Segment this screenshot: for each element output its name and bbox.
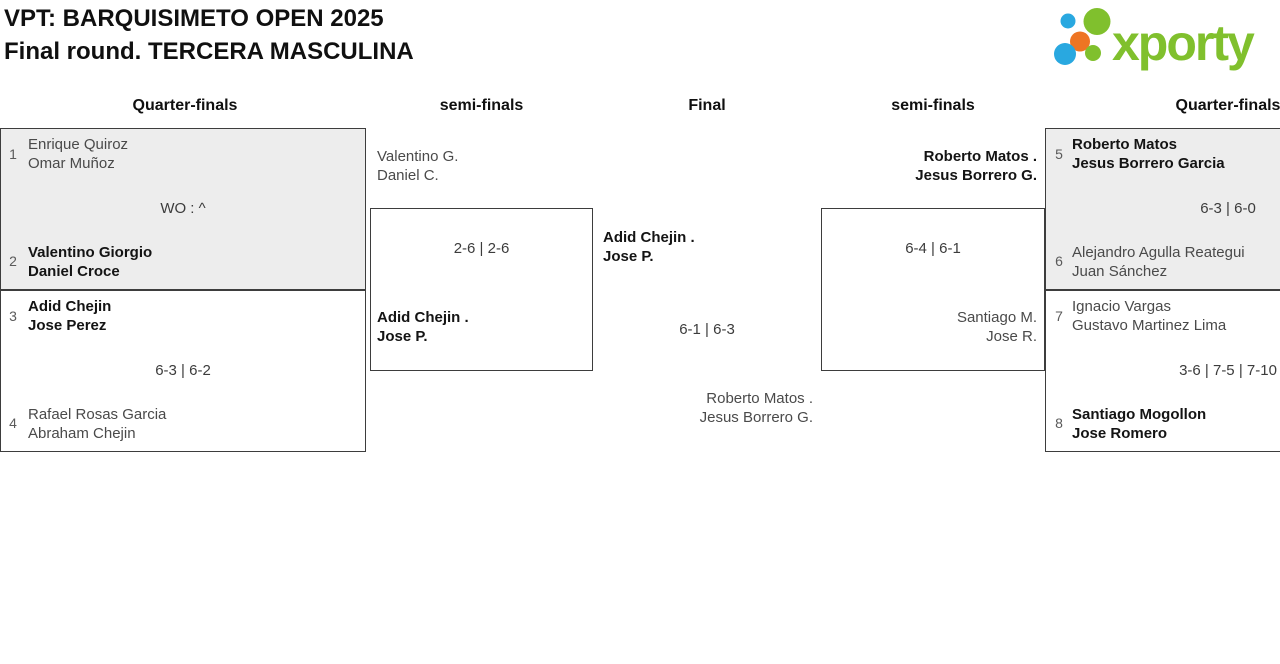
round-header-semi-finals-right: semi-finals — [891, 97, 975, 114]
logo-dot-green-large — [1083, 8, 1111, 35]
team-names: Rafael Rosas Garcia Abraham Chejin — [28, 405, 166, 443]
team-names-winner: Roberto Matos Jesus Borrero Garcia — [1072, 135, 1225, 173]
player-name: Rafael Rosas Garcia — [28, 406, 167, 423]
match-score: 6-4 | 6-1 — [905, 240, 961, 257]
player-name: Adid Chejin . — [377, 309, 469, 326]
round-header-quarter-finals-left: Quarter-finals — [132, 97, 238, 114]
team-names: Valentino G. Daniel C. — [377, 147, 458, 185]
match-box-sf-right[interactable] — [821, 208, 1045, 371]
match-score: 3-6 | 7-5 | 7-10 — [1179, 362, 1277, 379]
round-header-final: Final — [688, 97, 726, 114]
team-names: Roberto Matos . Jesus Borrero G. — [593, 389, 813, 427]
player-name: Juan Sánchez — [1072, 263, 1168, 280]
player-name: Omar Muñoz — [28, 155, 115, 172]
player-name: Ignacio Vargas — [1072, 298, 1171, 315]
tournament-title: VPT: BARQUISIMETO OPEN 2025 — [4, 5, 384, 32]
player-name: Roberto Matos — [1072, 136, 1177, 153]
player-name: Jose P. — [377, 328, 428, 345]
xporty-logo-mark-icon — [1054, 8, 1111, 65]
seed-number: 5 — [1055, 146, 1063, 162]
player-name: Abraham Chejin — [28, 425, 136, 442]
team-names-winner: Valentino Giorgio Daniel Croce — [28, 243, 152, 281]
team-names: Alejandro Agulla Reategui Juan Sánchez — [1072, 243, 1245, 281]
logo-dot-blue-large — [1054, 43, 1076, 65]
match-box-qf1[interactable] — [0, 128, 366, 290]
match-box-qf4[interactable] — [1045, 290, 1280, 452]
team-names: Ignacio Vargas Gustavo Martinez Lima — [1072, 297, 1226, 335]
xporty-logo-text: xporty — [1112, 15, 1255, 71]
seed-number: 4 — [9, 415, 17, 431]
match-score: 6-3 | 6-0 — [1200, 200, 1256, 217]
seed-number: 7 — [1055, 308, 1063, 324]
player-name: Daniel C. — [377, 167, 439, 184]
seed-number: 8 — [1055, 415, 1063, 431]
player-name: Adid Chejin . — [603, 229, 695, 246]
player-name: Enrique Quiroz — [28, 136, 129, 153]
player-name: Alejandro Agulla Reategui — [1072, 244, 1245, 261]
seed-number: 2 — [9, 253, 17, 269]
player-name: Jesus Borrero G. — [699, 409, 813, 426]
seed-number: 6 — [1055, 253, 1063, 269]
match-score: 6-3 | 6-2 — [155, 362, 211, 379]
player-name: Valentino G. — [377, 148, 459, 165]
xporty-logo[interactable]: xporty — [1048, 5, 1278, 71]
team-names: Santiago M. Jose R. — [820, 308, 1037, 346]
player-name: Roberto Matos . — [923, 148, 1037, 165]
match-box-qf3[interactable] — [1045, 128, 1280, 290]
player-name: Jose Romero — [1072, 425, 1168, 442]
match-score: WO : ^ — [160, 200, 206, 217]
round-category-subtitle: Final round. TERCERA MASCULINA — [4, 38, 414, 65]
player-name: Roberto Matos . — [706, 390, 813, 407]
team-names: Enrique Quiroz Omar Muñoz — [28, 135, 128, 173]
team-names-winner: Adid Chejin Jose Perez — [28, 297, 111, 335]
match-score: 2-6 | 2-6 — [453, 240, 510, 257]
match-score: 6-1 | 6-3 — [679, 321, 735, 338]
team-names-winner: Adid Chejin . Jose P. — [603, 228, 695, 266]
player-name: Santiago Mogollon — [1072, 406, 1207, 423]
match-box-sf-left[interactable] — [370, 208, 593, 371]
logo-dot-blue-small — [1060, 13, 1076, 29]
team-names-winner: Roberto Matos . Jesus Borrero G. — [820, 147, 1037, 185]
player-name: Adid Chejin — [28, 298, 112, 315]
player-name: Jesus Borrero G. — [915, 167, 1037, 184]
team-names-winner: Adid Chejin . Jose P. — [377, 308, 469, 346]
player-name: Jose Perez — [28, 317, 107, 334]
round-header-semi-finals-left: semi-finals — [439, 97, 524, 114]
player-name: Daniel Croce — [28, 263, 120, 280]
match-box-qf2[interactable] — [0, 290, 366, 452]
player-name: Gustavo Martinez Lima — [1072, 317, 1227, 334]
player-name: Jesus Borrero Garcia — [1072, 155, 1225, 172]
seed-number: 3 — [9, 308, 17, 324]
player-name: Valentino Giorgio — [28, 244, 153, 261]
logo-dot-green-small — [1085, 45, 1101, 61]
player-name: Jose P. — [603, 248, 654, 265]
player-name: Santiago M. — [956, 309, 1037, 326]
round-header-quarter-finals-right: Quarter-finals — [1175, 97, 1280, 114]
player-name: Jose R. — [986, 328, 1037, 345]
team-names-winner: Santiago Mogollon Jose Romero — [1072, 405, 1206, 443]
logo-dot-orange — [1070, 31, 1090, 52]
seed-number: 1 — [9, 146, 17, 162]
